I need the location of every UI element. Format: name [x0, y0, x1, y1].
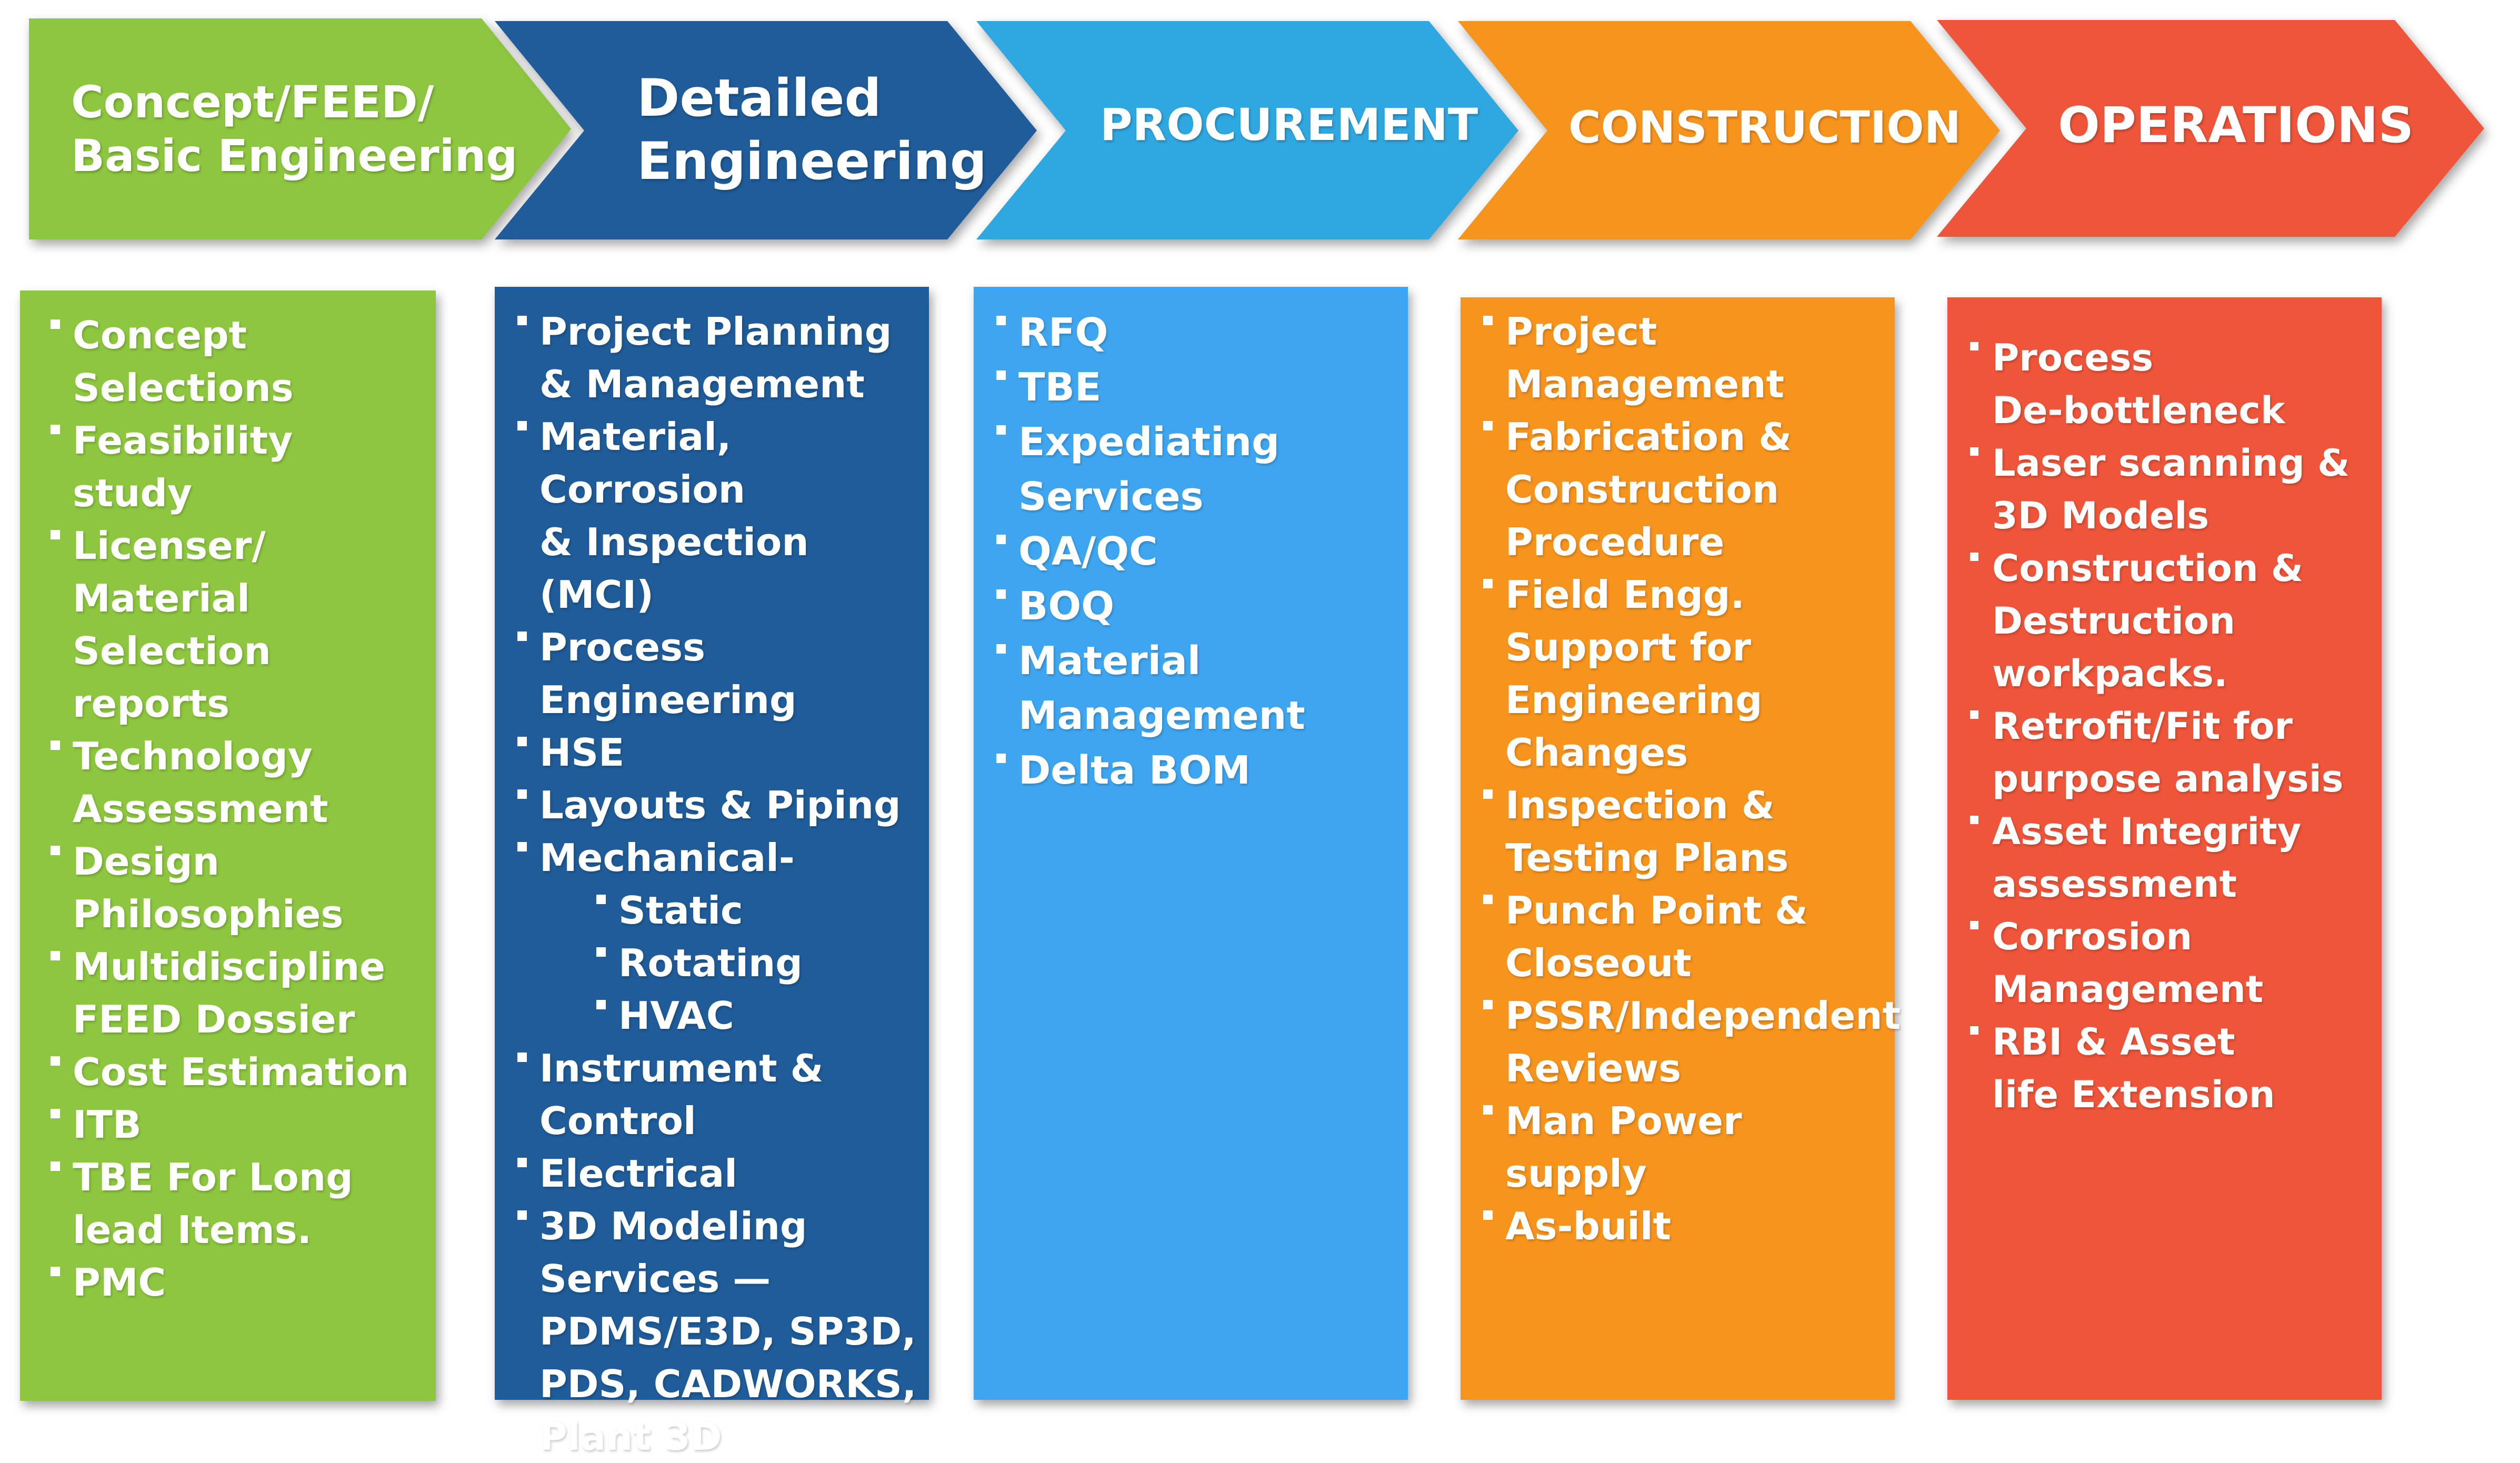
list-item: Punch Point & Closeout	[1483, 884, 1884, 989]
list-item: Multidiscipline FEED Dossier	[51, 940, 425, 1046]
list-item: Expediating Services	[996, 415, 1397, 524]
stage-title: Detailed Engineering	[637, 68, 987, 192]
list-item: Retrofit/Fit for purpose analysis	[1970, 700, 2371, 805]
list-item: Material, Corrosion & Inspection (MCI)	[517, 410, 918, 621]
list-item: PMC	[51, 1256, 425, 1309]
list-item: Technology Assessment	[51, 730, 425, 835]
column-procurement: RFQ TBE Expediating Services QA/QC BOQ M…	[974, 287, 1408, 1400]
list-item: As-built	[1483, 1200, 1884, 1252]
list-item: Delta BOM	[996, 743, 1397, 798]
list-item: Laser scanning & 3D Models	[1970, 437, 2371, 542]
list-item: TBE For Long lead Items.	[51, 1151, 425, 1256]
list-item: Licenser/ Material Selection reports	[51, 519, 425, 730]
list-item: 3D Modeling Services — PDMS/E3D, SP3D, P…	[517, 1200, 918, 1463]
column-construction: Project Management Fabrication & Constru…	[1461, 297, 1901, 1400]
stage-procurement: PROCUREMENT	[976, 21, 1518, 239]
stage-concept-feed: Concept/FEED/ Basic Engineering	[29, 18, 571, 239]
chevron-shape	[1458, 21, 2000, 239]
list-item: Corrosion Management	[1970, 910, 2371, 1016]
stage-title: CONSTRUCTION	[1568, 102, 1961, 154]
list-subitem: HVAC	[596, 989, 918, 1042]
chevron-shape	[495, 21, 1037, 239]
list-item: Project Planning & Management	[517, 305, 918, 410]
list-item: Design Philosophies	[51, 835, 425, 940]
list-item: Asset Integrity assessment	[1970, 805, 2371, 910]
list-item: Project Management	[1483, 305, 1884, 410]
list-item: Layouts & Piping	[517, 779, 918, 831]
column-concept-feed: Concept Selections Feasibility study Lic…	[20, 290, 436, 1401]
list-item: Electrical	[517, 1147, 918, 1200]
list-item: Process De-bottleneck	[1970, 332, 2371, 437]
list-item: Field Engg. Support for Engineering Chan…	[1483, 568, 1884, 779]
list-item: Material Management	[996, 634, 1397, 743]
column-detailed-engineering: Project Planning & Management Material, …	[495, 287, 929, 1459]
chevron-shape	[976, 21, 1518, 239]
list-item: Cost Estimation	[51, 1046, 425, 1098]
item-list: Concept Selections Feasibility study Lic…	[51, 309, 425, 1309]
stage-title: Concept/FEED/ Basic Engineering	[71, 76, 518, 182]
list-item: Process Engineering	[517, 621, 918, 726]
item-list: Project Management Fabrication & Constru…	[1483, 305, 1901, 1252]
item-list: RFQ TBE Expediating Services QA/QC BOQ M…	[996, 305, 1397, 798]
list-item: PSSR/Independent Reviews	[1483, 989, 1901, 1095]
stage-construction: CONSTRUCTION	[1458, 21, 2000, 239]
item-list: Project Planning & Management Material, …	[517, 305, 918, 1463]
list-item: HSE	[517, 726, 918, 779]
list-item: Feasibility study	[51, 414, 425, 519]
list-item: ITB	[51, 1098, 425, 1151]
list-item: Fabrication & Construction Procedure	[1483, 410, 1884, 568]
list-subitem: Rotating	[596, 937, 918, 989]
stage-detailed-engineering: Detailed Engineering	[495, 21, 1037, 239]
list-item: RFQ	[996, 305, 1397, 360]
list-item: Instrument & Control	[517, 1042, 918, 1147]
item-list: Process De-bottleneck Laser scanning & 3…	[1970, 332, 2371, 1121]
list-item: Concept Selections	[51, 309, 425, 414]
list-item: RBI & Asset life Extension	[1970, 1016, 2371, 1121]
chevron-shape	[1937, 20, 2484, 237]
column-operations: Process De-bottleneck Laser scanning & 3…	[1947, 297, 2382, 1400]
stage-title: PROCUREMENT	[1100, 99, 1478, 151]
list-item: Man Power supply	[1483, 1095, 1884, 1200]
chevron-shape	[29, 18, 571, 239]
list-item: BOQ	[996, 579, 1397, 634]
list-subitem: Static	[596, 884, 918, 937]
list-item: Mechanical-	[517, 831, 918, 884]
list-item: TBE	[996, 360, 1397, 415]
stage-title: OPERATIONS	[2058, 96, 2414, 154]
list-item: Construction & Destruction workpacks.	[1970, 542, 2371, 700]
list-item: Inspection & Testing Plans	[1483, 779, 1884, 884]
list-item: QA/QC	[996, 524, 1397, 579]
stage-operations: OPERATIONS	[1937, 20, 2484, 237]
